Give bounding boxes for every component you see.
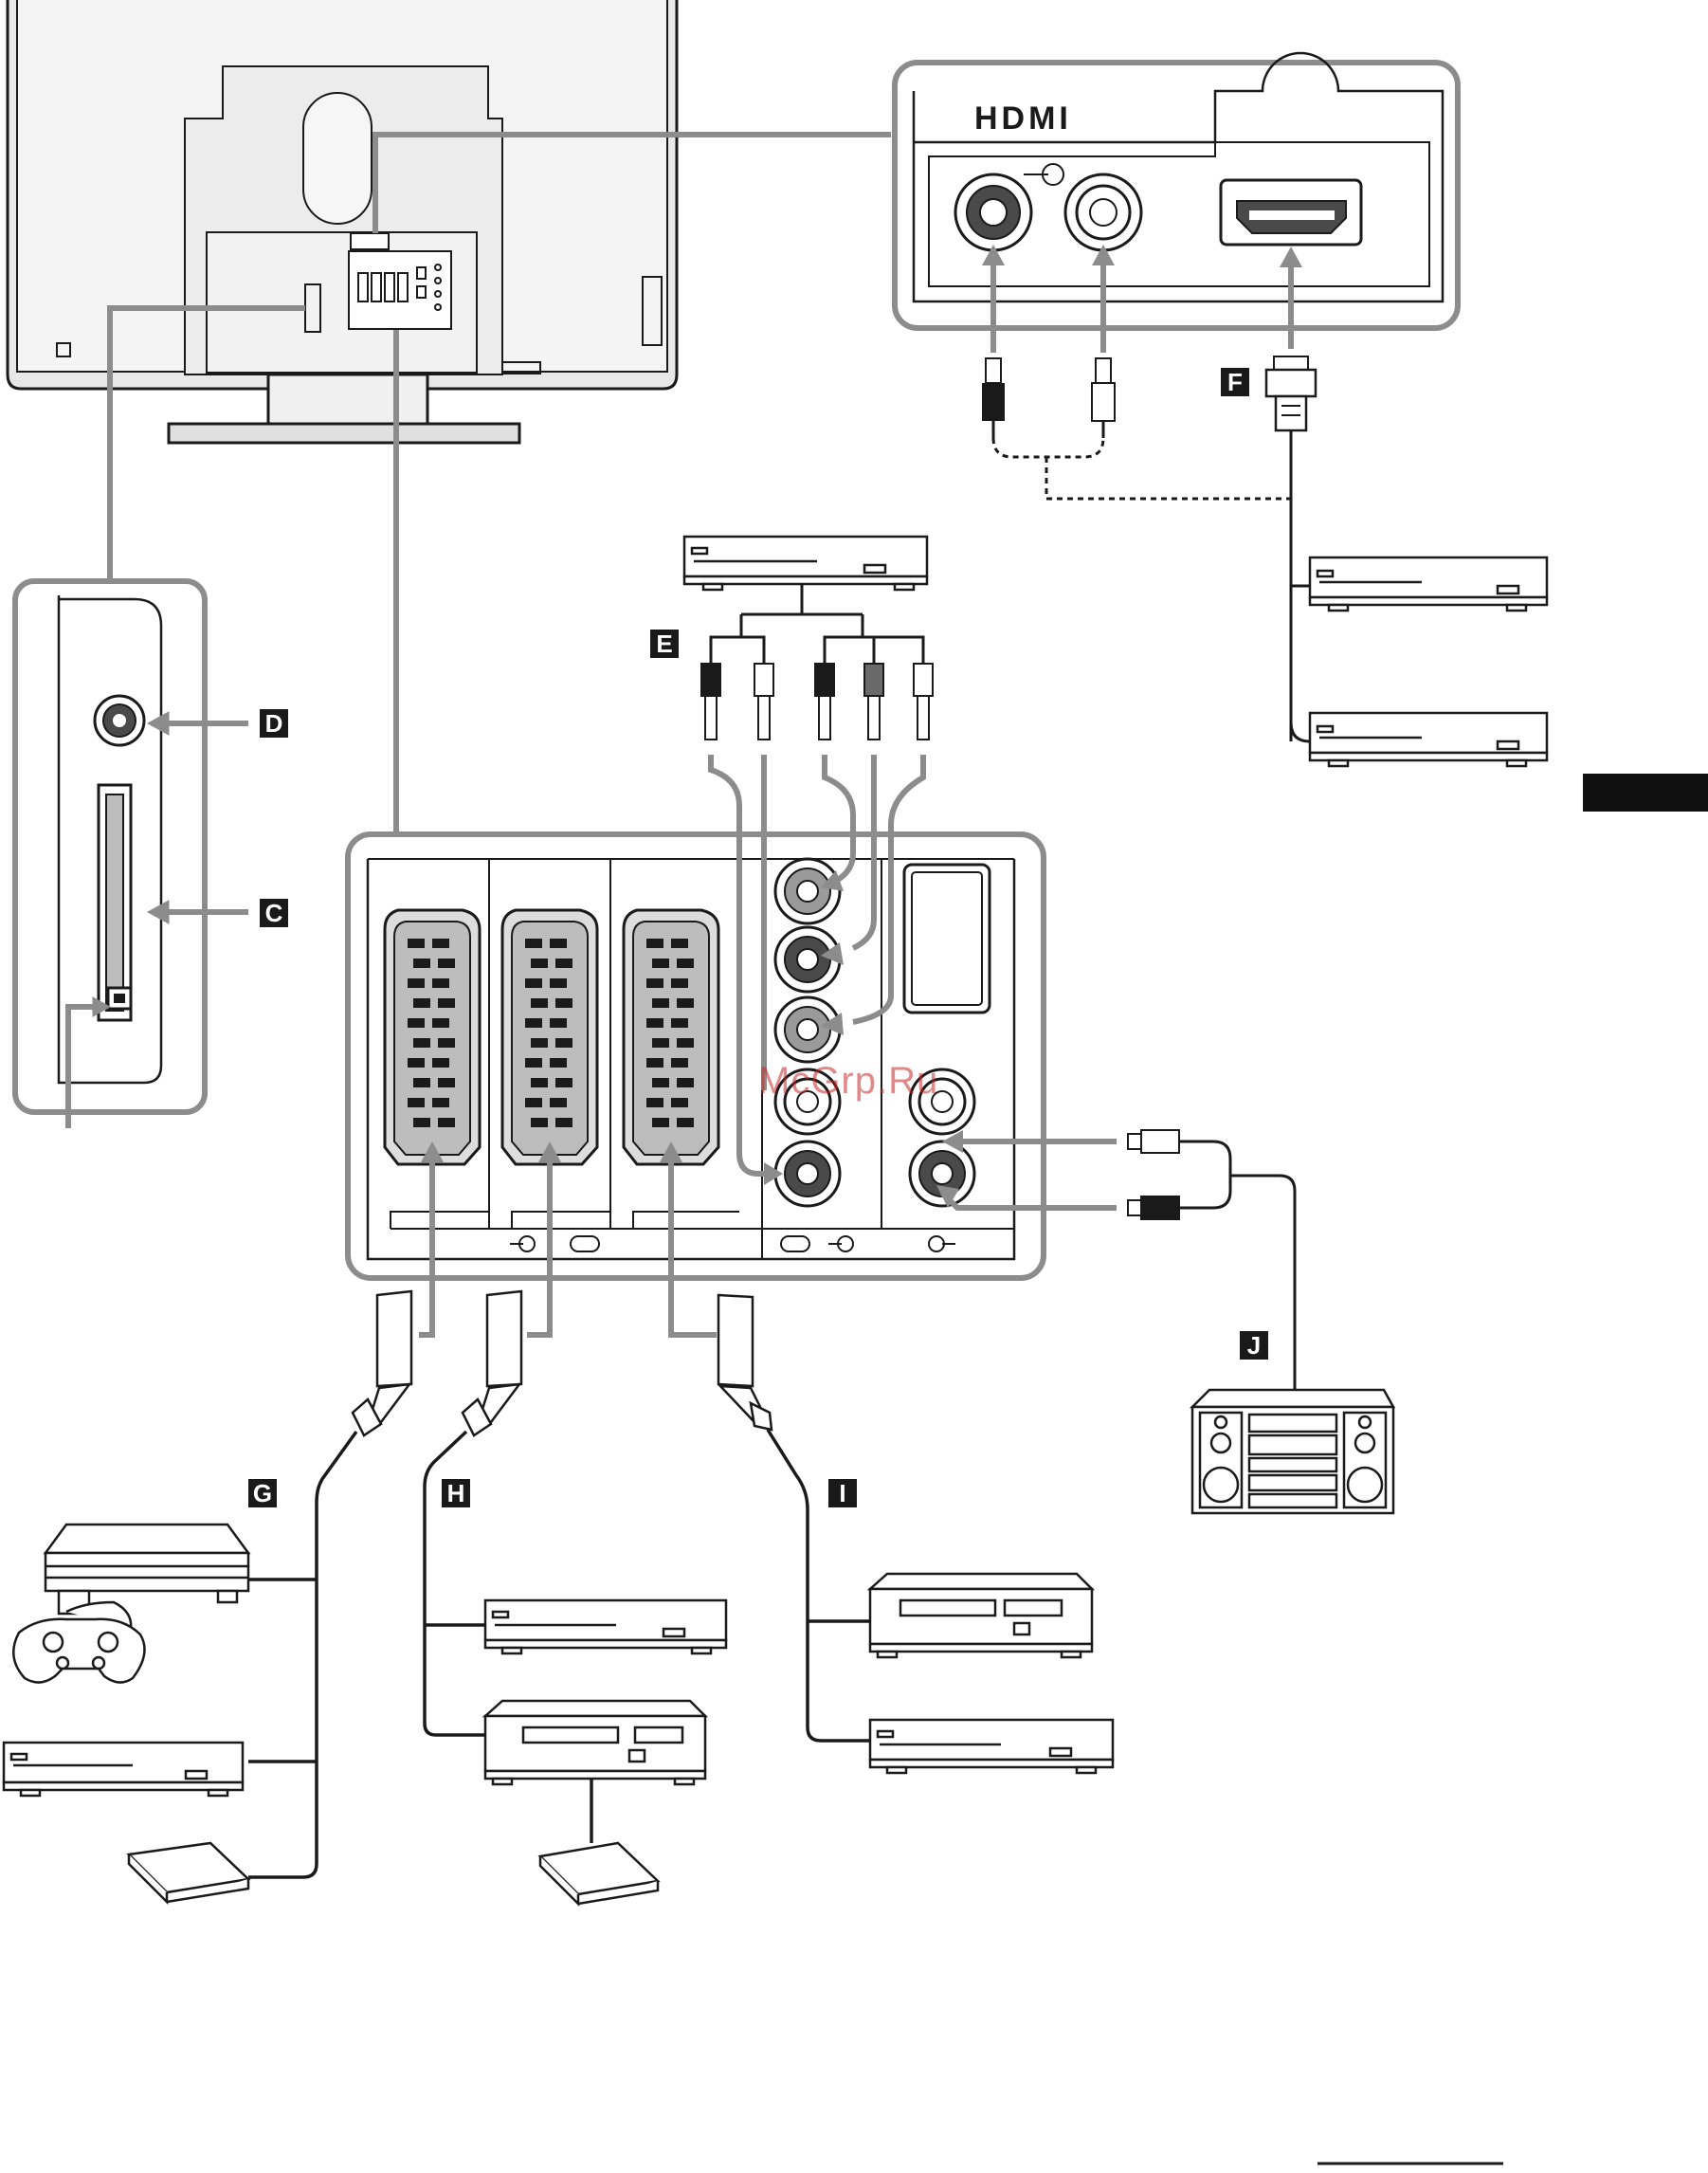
scart-pin xyxy=(438,998,455,1008)
scart-pin xyxy=(413,959,430,968)
page-tab xyxy=(1583,774,1708,812)
scart-pin xyxy=(550,939,567,948)
label-e: E xyxy=(650,630,679,658)
scart-pin xyxy=(550,1018,567,1028)
scart-pin xyxy=(671,978,688,988)
scart-pin xyxy=(525,1098,542,1107)
scart-pin xyxy=(531,1038,548,1048)
scart-pin xyxy=(432,1018,449,1028)
scart-pin xyxy=(438,959,455,968)
i-dvd-recorder xyxy=(870,1720,1113,1773)
scart-pin xyxy=(555,959,572,968)
scart-pin xyxy=(671,1098,688,1107)
scart-pin xyxy=(531,1118,548,1127)
scart-pin xyxy=(408,939,425,948)
scart-pin xyxy=(550,1098,567,1107)
label-j: J xyxy=(1240,1331,1268,1360)
scart-pin xyxy=(555,1038,572,1048)
scart-pin xyxy=(555,998,572,1008)
scart-pin xyxy=(413,998,430,1008)
scart-pin xyxy=(652,1078,669,1087)
g-dvd-player xyxy=(4,1743,243,1796)
scart-pin xyxy=(646,978,663,988)
label-i: I xyxy=(828,1479,857,1507)
scart-pin xyxy=(652,998,669,1008)
scart-pin xyxy=(408,1098,425,1107)
label-h: H xyxy=(442,1479,470,1507)
scart-pin xyxy=(438,1038,455,1048)
scart-pin xyxy=(671,939,688,948)
scart-pin xyxy=(413,1038,430,1048)
scart-pin xyxy=(432,978,449,988)
component-source-device xyxy=(684,537,927,590)
scart-socket-1 xyxy=(385,910,480,1164)
scart-pin xyxy=(652,959,669,968)
i-vcr xyxy=(870,1574,1092,1657)
scart-pin xyxy=(646,939,663,948)
scart-pin xyxy=(438,1078,455,1087)
scart-pin xyxy=(677,998,694,1008)
scart-socket-3 xyxy=(624,910,718,1164)
scart-pin xyxy=(432,939,449,948)
scart-pin xyxy=(677,1118,694,1127)
label-c: C xyxy=(260,899,288,927)
scart-pin xyxy=(531,1078,548,1087)
scart-pin xyxy=(432,1098,449,1107)
component-cables xyxy=(711,584,923,664)
scart-pin xyxy=(652,1038,669,1048)
scart-pin xyxy=(413,1078,430,1087)
scart-pin xyxy=(677,1078,694,1087)
g-decoder xyxy=(129,1843,248,1902)
scart-pin xyxy=(531,998,548,1008)
game-console xyxy=(13,1525,248,1683)
component-plugs xyxy=(701,664,933,740)
scart-pin xyxy=(671,1018,688,1028)
scart-pin xyxy=(525,1058,542,1068)
label-g: G xyxy=(248,1479,277,1507)
scart-pin xyxy=(550,1058,567,1068)
scart-pin xyxy=(677,1038,694,1048)
scart-plugs xyxy=(353,1291,772,1435)
label-d: D xyxy=(260,709,288,738)
h-dvd-recorder xyxy=(485,1600,726,1653)
scart-pin xyxy=(671,1058,688,1068)
scart-pin xyxy=(438,1118,455,1127)
scart-pin xyxy=(646,1098,663,1107)
h-vcr xyxy=(485,1701,705,1784)
scart-pin xyxy=(555,1118,572,1127)
scart-pin xyxy=(432,1058,449,1068)
hdmi-devices xyxy=(1310,557,1547,766)
watermark: McGrp.Ru xyxy=(758,1060,938,1103)
scart-pin xyxy=(646,1058,663,1068)
hifi-system xyxy=(1192,1390,1393,1513)
scart-pin xyxy=(677,959,694,968)
hdmi-panel xyxy=(895,53,1458,328)
scart-cables xyxy=(248,1430,870,1877)
main-terminal-panel xyxy=(348,834,1044,1278)
scart-pin xyxy=(646,1018,663,1028)
scart-socket-2 xyxy=(502,910,597,1164)
scart-pin xyxy=(531,959,548,968)
scart-pin xyxy=(413,1118,430,1127)
label-f: F xyxy=(1221,368,1249,396)
scart-pin xyxy=(525,1018,542,1028)
scart-pin xyxy=(408,1018,425,1028)
scart-pin xyxy=(408,1058,425,1068)
scart-pin xyxy=(550,978,567,988)
scart-pin xyxy=(525,978,542,988)
scart-pin xyxy=(555,1078,572,1087)
h-decoder xyxy=(540,1843,658,1904)
hdmi-logo: HDMI xyxy=(974,100,1072,137)
side-panel xyxy=(15,581,205,1112)
scart-pin xyxy=(525,939,542,948)
scart-pin xyxy=(408,978,425,988)
scart-pin xyxy=(652,1118,669,1127)
